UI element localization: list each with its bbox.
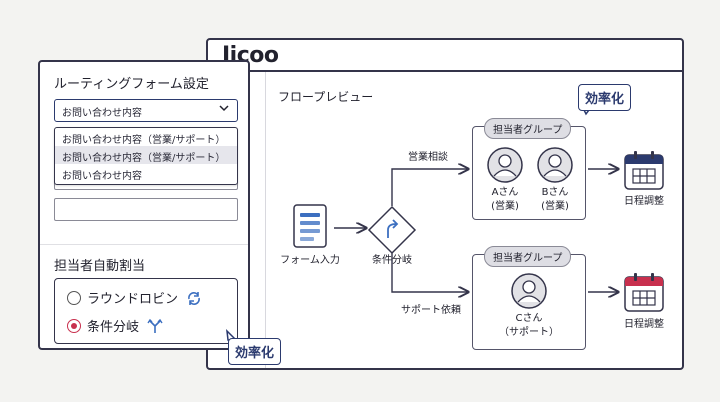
inquiry-dropdown: お問い合わせ内容（営業/サポート） お問い合わせ内容（営業/サポート） お問い合… xyxy=(54,127,238,185)
branch-icon xyxy=(147,318,163,333)
sales-edge-label: 営業相談 xyxy=(408,152,448,163)
radio-unchecked[interactable] xyxy=(67,291,81,305)
member-c-label: Cさん （サポート） xyxy=(499,313,559,338)
dropdown-option[interactable]: お問い合わせ内容（営業/サポート） xyxy=(55,146,237,164)
form-field-2[interactable] xyxy=(54,198,238,221)
group-bottom-label: 担当者グループ xyxy=(484,246,572,267)
routing-panel-title: ルーティングフォーム設定 xyxy=(54,77,209,92)
flow-preview-title: フロープレビュー xyxy=(278,90,374,104)
chevron-down-icon xyxy=(219,103,229,116)
window-sidebar xyxy=(208,72,266,368)
panel-divider xyxy=(40,244,248,245)
arrow-condition-to-sales xyxy=(391,169,468,206)
schedule-label-top: 日程調整 xyxy=(624,196,664,207)
radio-condition-branch[interactable]: 条件分岐 xyxy=(67,316,163,335)
assign-method-group: ラウンドロビン 条件分岐 xyxy=(54,278,238,344)
refresh-icon xyxy=(188,292,201,305)
group-top-label: 担当者グループ xyxy=(484,118,572,139)
radio-round-robin[interactable]: ラウンドロビン xyxy=(67,288,202,307)
calendar-icon-bottom xyxy=(624,273,664,312)
form-input-label: フォーム入力 xyxy=(280,255,340,266)
arrow-condition-to-support xyxy=(391,252,468,292)
member-b-label: Bさん (営業) xyxy=(541,187,569,212)
calendar-icon-top xyxy=(624,151,664,190)
dropdown-option[interactable]: お問い合わせ内容（営業/サポート） xyxy=(62,135,226,146)
inquiry-select-value: お問い合わせ内容 xyxy=(62,108,142,119)
routing-form-panel: ルーティングフォーム設定 お問い合わせ内容 お問い合わせ内容（営業/サポート） … xyxy=(38,60,250,350)
inquiry-select[interactable]: お問い合わせ内容 xyxy=(54,99,238,122)
round-robin-label: ラウンドロビン xyxy=(87,292,179,307)
avatar-c-icon xyxy=(511,273,547,309)
schedule-label-bottom: 日程調整 xyxy=(624,319,664,330)
avatar-b-icon xyxy=(537,147,573,183)
condition-branch-label: 条件分岐 xyxy=(87,320,140,335)
radio-checked[interactable] xyxy=(67,319,81,333)
support-edge-label: サポート依頼 xyxy=(401,305,461,316)
avatar-a-icon xyxy=(487,147,523,183)
efficiency-badge-top: 効率化 xyxy=(578,84,632,111)
condition-branch-icon xyxy=(367,205,417,255)
auto-assign-title: 担当者自動割当 xyxy=(54,259,146,274)
member-a-label: Aさん (営業) xyxy=(491,187,519,212)
condition-label: 条件分岐 xyxy=(372,255,412,266)
dropdown-option[interactable]: お問い合わせ内容 xyxy=(62,171,142,182)
efficiency-badge-bottom: 効率化 xyxy=(228,338,282,365)
form-document-icon xyxy=(293,204,327,248)
